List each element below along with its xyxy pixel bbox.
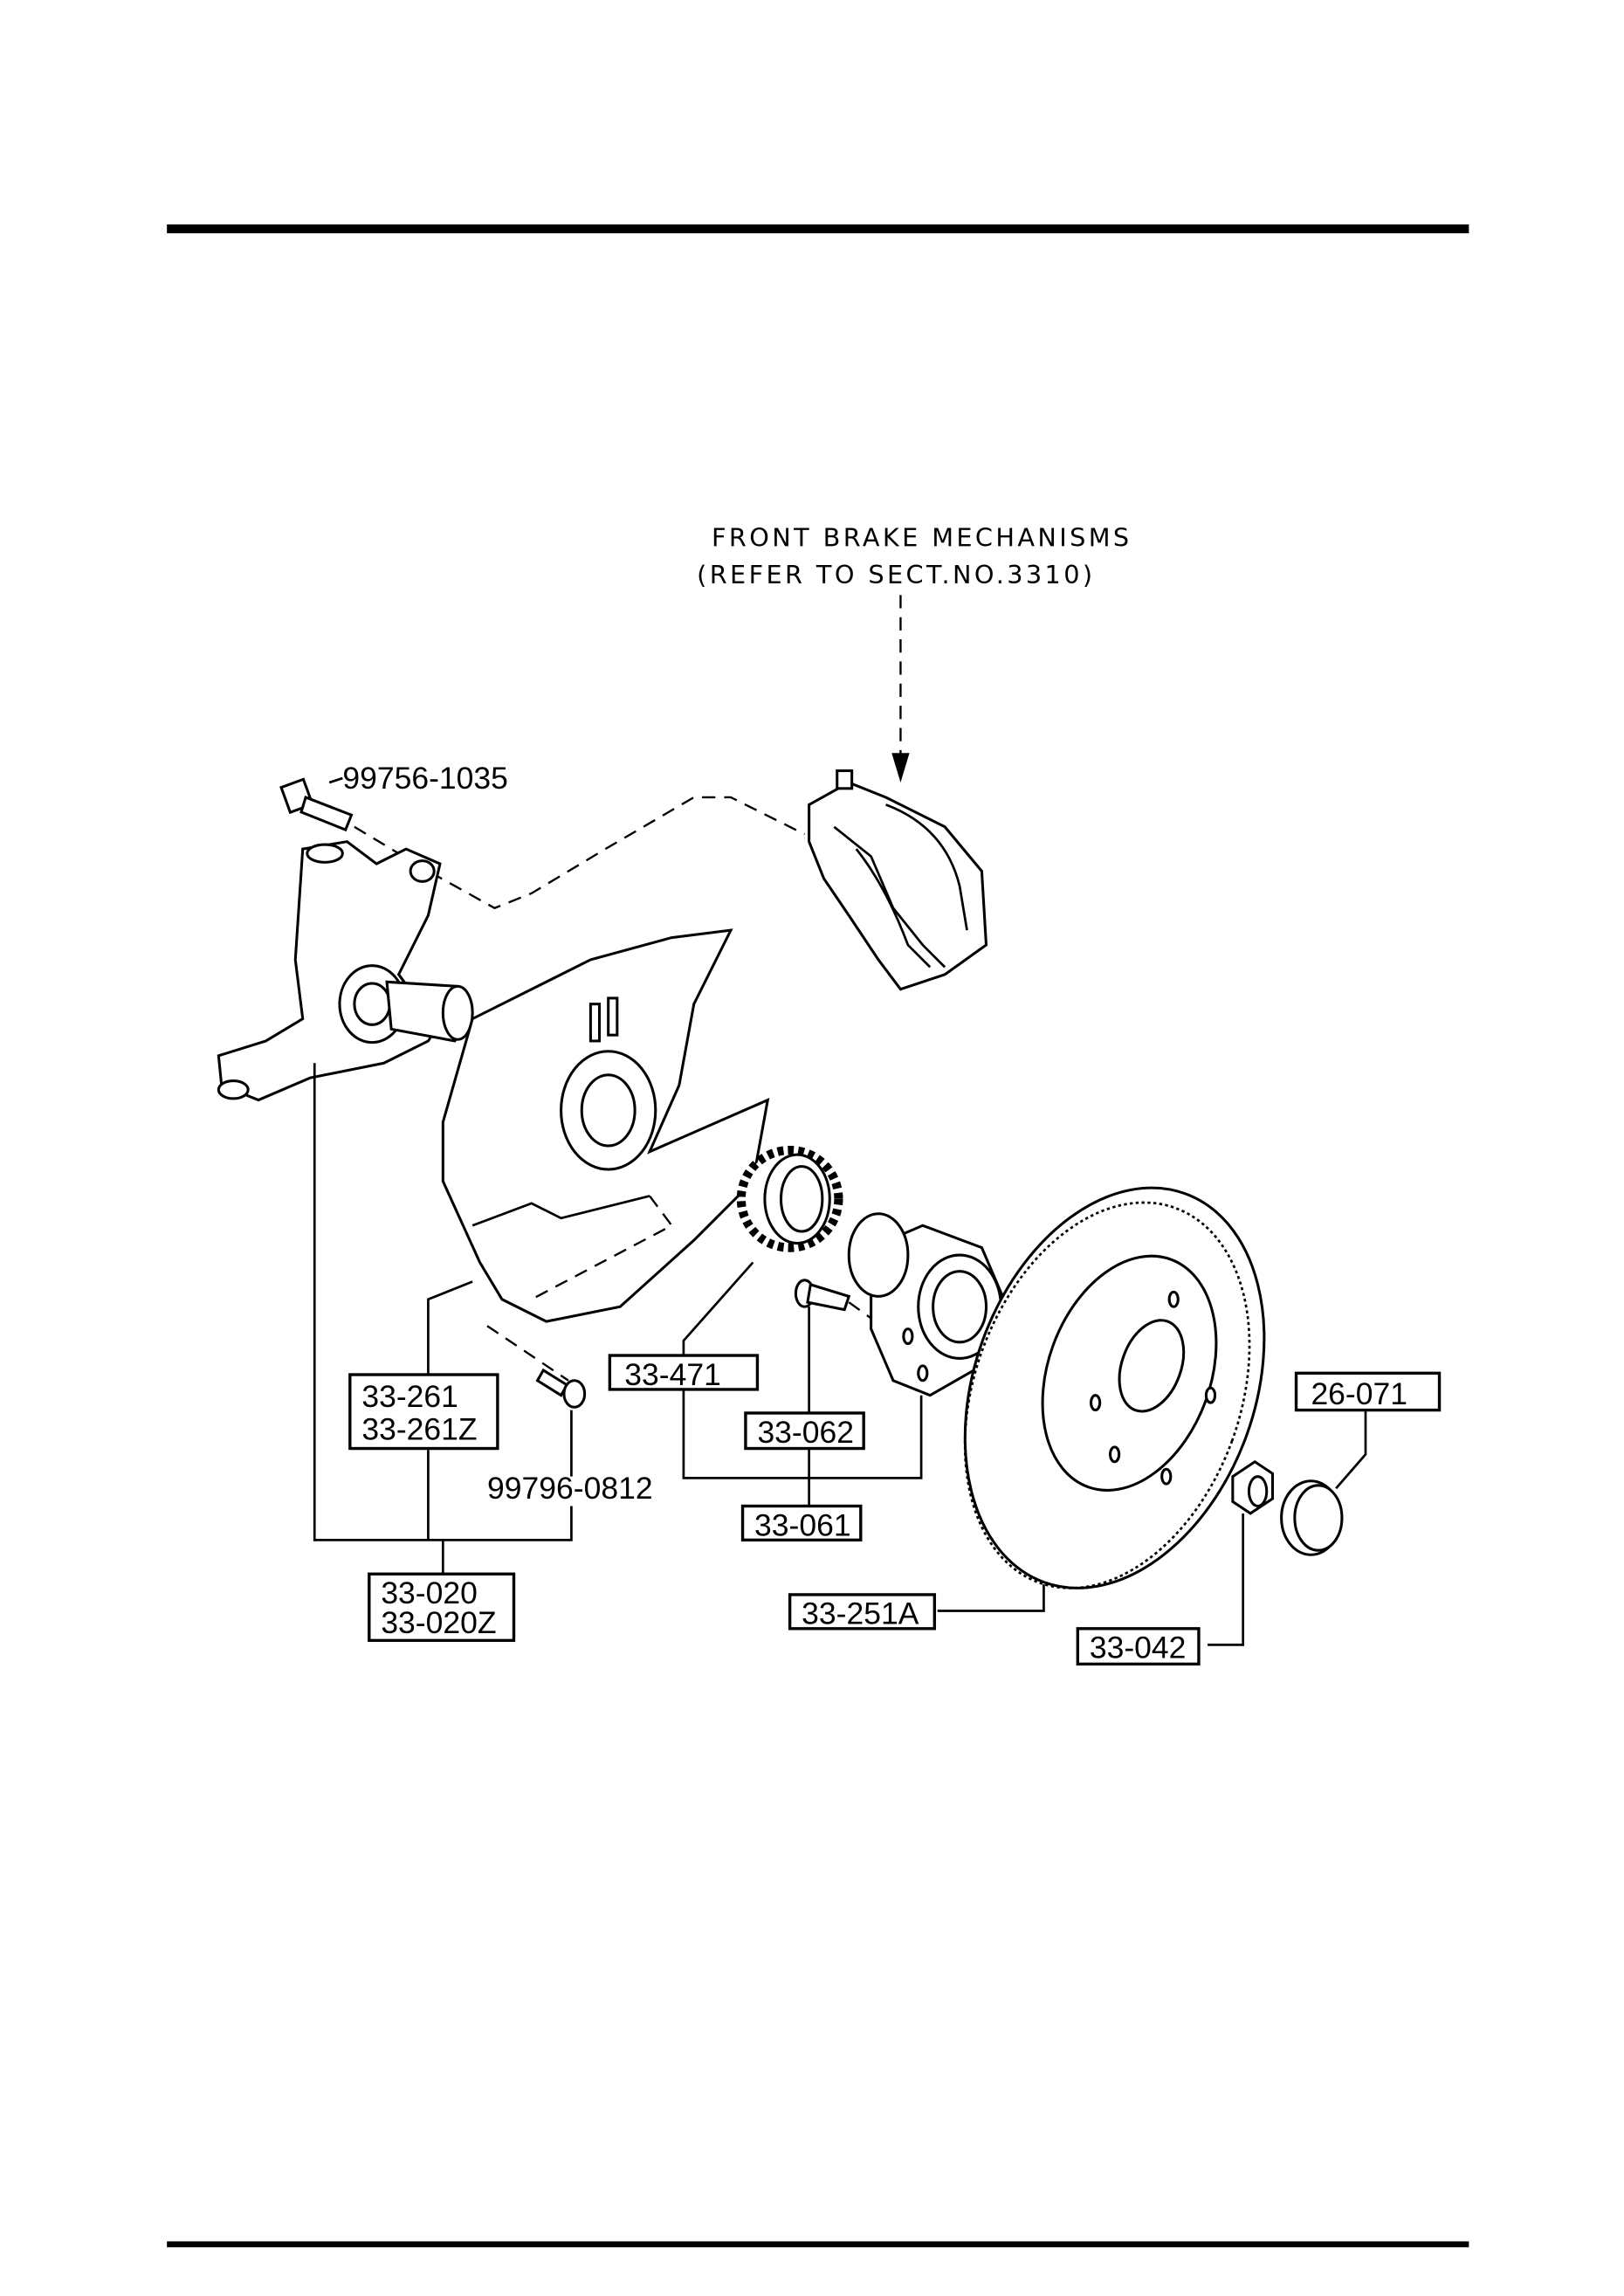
svg-text:33-042: 33-042 [1090, 1631, 1187, 1665]
brake-disc [963, 1186, 1266, 1589]
svg-text:33-062: 33-062 [757, 1415, 854, 1450]
hub-nut [1231, 1459, 1275, 1515]
hub-bolt [794, 1279, 851, 1312]
svg-text:33-061: 33-061 [754, 1507, 851, 1542]
svg-text:33-020: 33-020 [381, 1575, 478, 1610]
reference-title-line2: (REFER TO SECT.NO.3310) [697, 560, 1095, 590]
bottom-rule [167, 2241, 1469, 2248]
bolt-lower [535, 1368, 587, 1409]
svg-text:33-261Z: 33-261Z [361, 1411, 477, 1446]
reference-arrow [891, 595, 910, 783]
svg-text:33-251A: 33-251A [802, 1596, 919, 1631]
svg-text:33-471: 33-471 [624, 1357, 721, 1392]
brake-caliper [808, 769, 988, 991]
callout-knuckle-assy: 33-020 33-020Z [368, 1572, 516, 1643]
callout-nut: 33-042 [1076, 1627, 1201, 1666]
abs-sensor-rotor [736, 1145, 843, 1252]
reference-title-line1: FRONT BRAKE MECHANISMS [712, 523, 1132, 553]
svg-text:26-071: 26-071 [1311, 1376, 1407, 1411]
wheel-hub [847, 1212, 1006, 1397]
callout-sensor-rotor: 33-471 [608, 1354, 760, 1392]
steering-knuckle [217, 840, 474, 1102]
svg-text:33-261: 33-261 [361, 1379, 458, 1414]
grease-cap [1280, 1479, 1344, 1556]
callout-hub: 33-061 [740, 1504, 863, 1542]
callout-hub-bolt: 33-062 [744, 1411, 865, 1451]
callout-disc: 33-251A [788, 1593, 937, 1631]
bolt-upper [279, 777, 354, 832]
callout-dust-shield: 33-261 33-261Z [348, 1373, 499, 1451]
leader-lines [313, 1063, 1367, 1646]
top-rule [167, 224, 1469, 234]
callout-cap: 26-071 [1294, 1371, 1442, 1412]
callout-bolt-upper: 99756-1035 [342, 761, 508, 796]
svg-text:33-020Z: 33-020Z [381, 1605, 496, 1640]
dust-shield [441, 928, 770, 1323]
callout-bolt-lower: 99796-0812 [487, 1471, 653, 1506]
